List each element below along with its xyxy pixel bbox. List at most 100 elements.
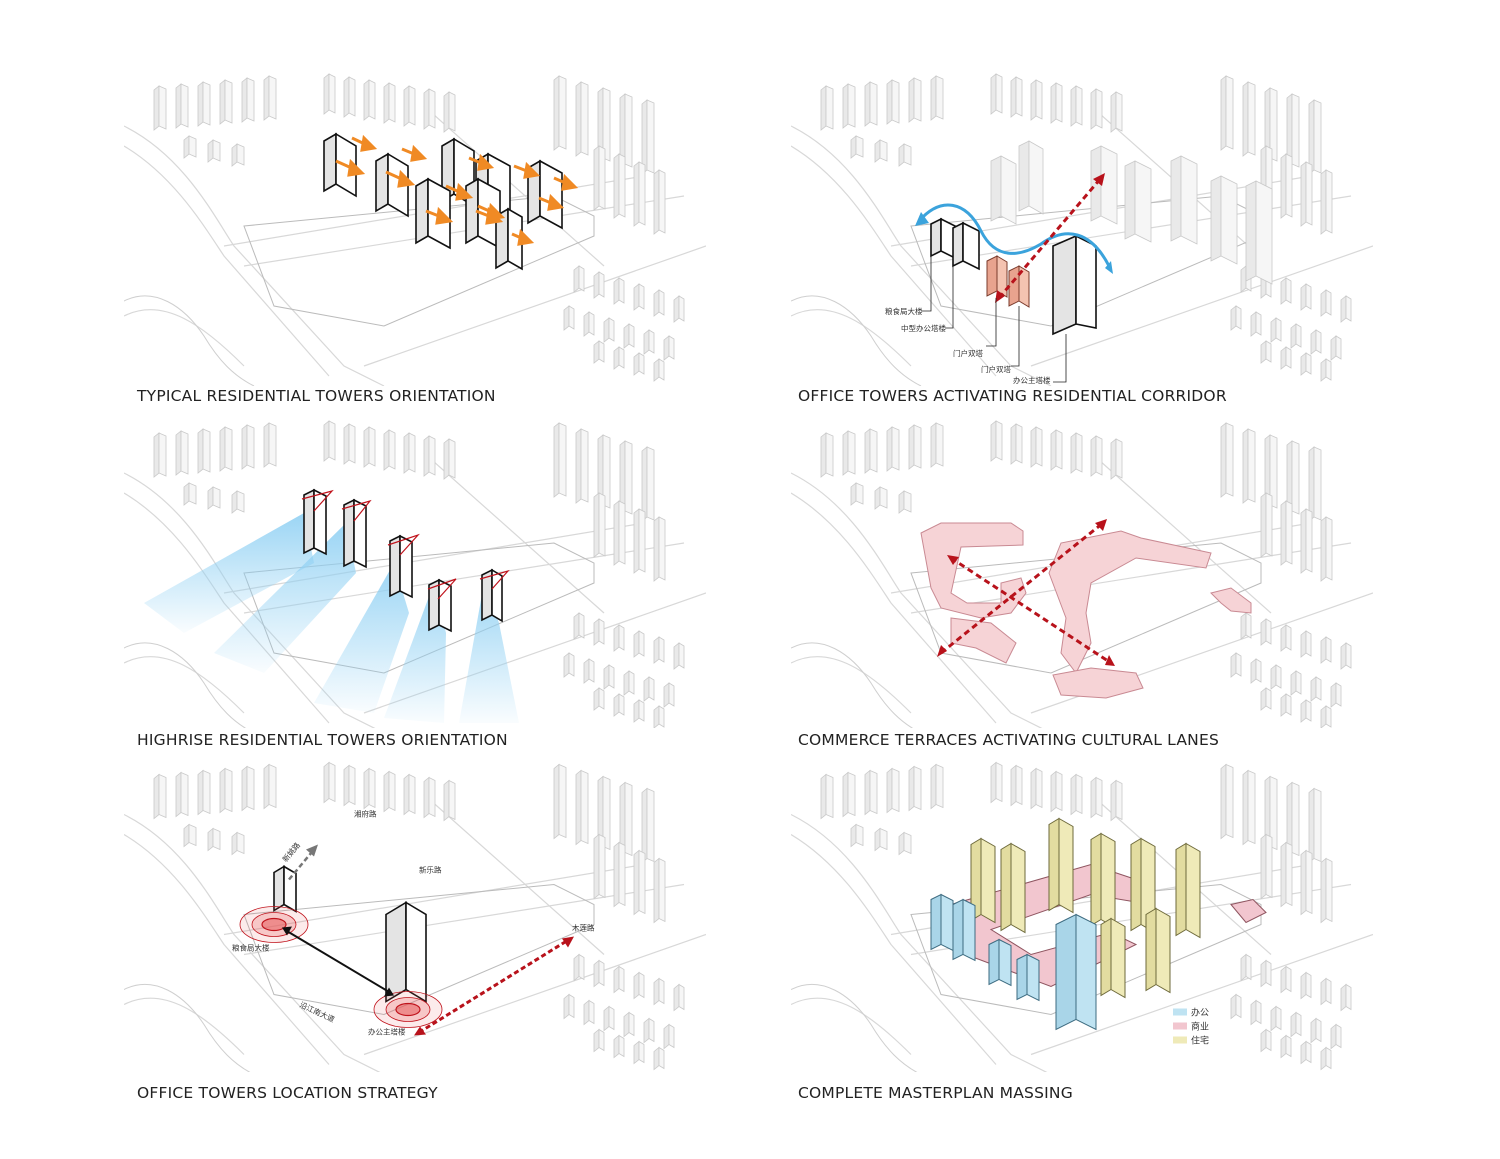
context-building xyxy=(1250,311,1262,337)
context-base xyxy=(124,73,706,386)
context-building xyxy=(175,430,189,476)
context-building xyxy=(641,446,655,522)
context-building xyxy=(1090,776,1103,819)
context-building xyxy=(1308,99,1322,175)
context-building xyxy=(653,977,665,1006)
context-building xyxy=(597,775,611,852)
context-building xyxy=(603,1005,615,1032)
link-arrowhead xyxy=(384,987,394,997)
blue-flow-arrowhead xyxy=(1105,261,1113,274)
context-building xyxy=(1320,358,1332,382)
red-axis-se xyxy=(950,556,1112,665)
context-building xyxy=(633,630,645,658)
context-building xyxy=(403,432,416,474)
riverbank xyxy=(791,984,918,1072)
diagram-residential-orientation xyxy=(124,73,706,386)
context-building xyxy=(197,769,211,816)
context-building xyxy=(1308,446,1322,522)
context-building xyxy=(842,430,856,476)
context-building xyxy=(1242,769,1256,846)
context-building xyxy=(820,85,834,131)
legend-item-residential: 住宅 xyxy=(1173,1035,1209,1047)
road xyxy=(1030,245,1373,367)
context-building xyxy=(1280,693,1292,717)
context-building xyxy=(653,857,666,924)
context-building xyxy=(864,428,878,474)
context-building xyxy=(443,779,456,822)
legend-swatch-office xyxy=(1173,1008,1187,1016)
context-building xyxy=(603,664,615,690)
orange-arrow xyxy=(511,228,535,246)
context-building xyxy=(623,670,635,696)
red-axis-arrowhead xyxy=(562,936,574,948)
context-building xyxy=(1320,636,1332,664)
context-building xyxy=(563,305,575,331)
leader-lines xyxy=(921,256,1067,383)
context-building xyxy=(183,823,197,848)
road xyxy=(791,997,912,1055)
context-building xyxy=(1242,428,1256,504)
panel-office-location: 粮食局大楼 办公主塔楼 沿江南大道 湘府路 新姚路 新乐路 木莲路 xyxy=(124,752,706,1072)
red-axis-arrowhead xyxy=(937,645,947,657)
road xyxy=(363,245,706,367)
road xyxy=(124,145,330,377)
diagram-masterplan-massing: 办公 商业 住宅 xyxy=(791,761,1373,1072)
tower xyxy=(930,893,954,952)
context-building xyxy=(1280,346,1292,370)
terrace-south xyxy=(1052,667,1144,699)
road xyxy=(791,125,1052,386)
link-arrow xyxy=(285,929,391,994)
context-building xyxy=(898,831,912,856)
panel-commerce-terraces xyxy=(791,408,1373,728)
context-building xyxy=(633,1040,645,1065)
residential-towers xyxy=(970,817,1201,999)
context-building xyxy=(197,428,211,474)
context-building xyxy=(673,642,685,670)
context-building xyxy=(1260,687,1272,711)
context-building xyxy=(597,87,611,163)
context-building xyxy=(383,82,396,124)
blue-flow-curve xyxy=(917,203,1111,267)
context-building xyxy=(1286,93,1300,169)
context-building xyxy=(323,761,336,804)
context-building xyxy=(219,426,233,472)
road xyxy=(223,863,645,936)
context-building xyxy=(623,1011,635,1038)
context-building xyxy=(874,139,888,163)
mid-office-tower xyxy=(952,221,980,271)
context-building xyxy=(619,440,633,516)
context-building xyxy=(1230,652,1242,678)
context-building xyxy=(1220,422,1234,498)
context-building xyxy=(597,434,611,510)
context-base xyxy=(124,761,706,1072)
context-building xyxy=(1242,81,1256,157)
road xyxy=(243,195,685,267)
context-building xyxy=(1290,670,1302,696)
context-building xyxy=(653,1046,665,1071)
context-building xyxy=(663,682,675,708)
context-building xyxy=(323,420,336,462)
orange-arrow xyxy=(425,206,454,225)
legend-swatch-commerce xyxy=(1173,1022,1187,1030)
road xyxy=(1090,452,1272,614)
context-building xyxy=(1340,295,1352,323)
context-building xyxy=(643,329,655,355)
context-building xyxy=(423,776,436,819)
context-building xyxy=(593,1028,605,1053)
road xyxy=(1030,933,1373,1056)
context-building xyxy=(990,761,1003,804)
context-building xyxy=(343,764,356,807)
tower xyxy=(1016,953,1040,1002)
context-building xyxy=(1280,841,1293,908)
context-building xyxy=(864,81,878,127)
legend-swatch-residential xyxy=(1173,1036,1187,1044)
context-building xyxy=(593,340,605,364)
sun-cone xyxy=(459,583,519,723)
context-building xyxy=(653,636,665,664)
context-building xyxy=(1264,87,1278,163)
context-building xyxy=(153,773,167,820)
context-building xyxy=(850,135,864,159)
context-building xyxy=(197,81,211,127)
road xyxy=(124,656,245,714)
label-main-office: 办公主塔楼 xyxy=(368,1027,406,1037)
